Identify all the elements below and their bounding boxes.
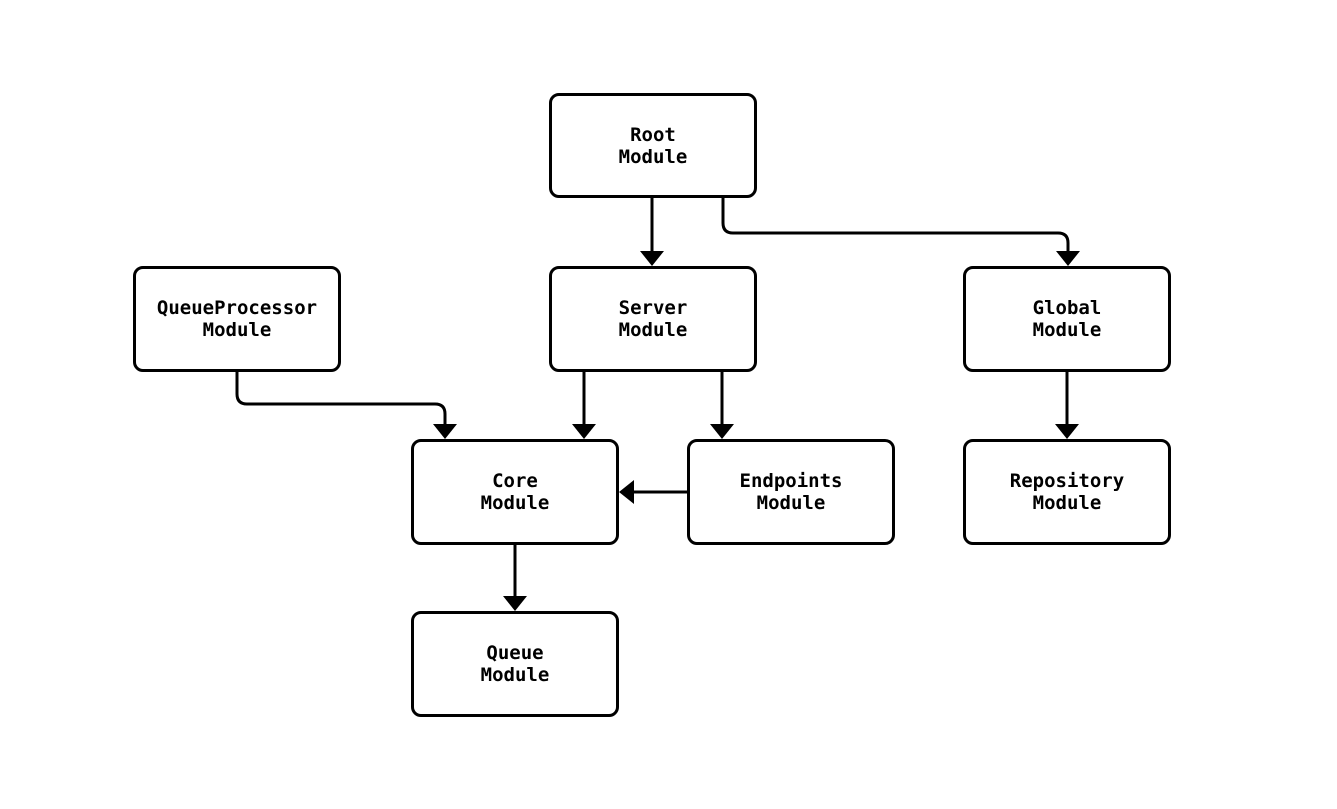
node-subtitle: Module bbox=[618, 319, 688, 341]
node-title: Server bbox=[618, 297, 688, 319]
arrowhead-server-to-endpoints bbox=[710, 424, 734, 439]
node-subtitle: Module bbox=[202, 319, 272, 341]
arrowhead-core-to-queue bbox=[503, 596, 527, 611]
node-title: Core bbox=[492, 470, 538, 492]
arrowhead-endpoints-to-core bbox=[619, 480, 634, 504]
node-subtitle: Module bbox=[618, 145, 688, 168]
arrowhead-root-to-server bbox=[640, 251, 664, 266]
arrowhead-global-to-repository bbox=[1055, 424, 1079, 439]
node-title: Endpoints bbox=[739, 470, 843, 492]
node-title: Root bbox=[630, 123, 676, 146]
node-title: Repository bbox=[1009, 470, 1125, 492]
node-subtitle: Module bbox=[480, 664, 550, 686]
node-subtitle: Module bbox=[1032, 492, 1102, 514]
node-subtitle: Module bbox=[480, 492, 550, 514]
arrowhead-server-to-core bbox=[572, 424, 596, 439]
arrowhead-root-to-global bbox=[1056, 251, 1080, 266]
node-title: Global bbox=[1032, 297, 1102, 319]
node-title: QueueProcessor bbox=[156, 297, 318, 319]
edge-root-to-global bbox=[721, 198, 1070, 253]
node-subtitle: Module bbox=[756, 492, 826, 514]
arrowhead-queueprocessor-to-core bbox=[433, 424, 457, 439]
edge-queueprocessor-to-core bbox=[235, 372, 447, 426]
node-subtitle: Module bbox=[1032, 319, 1102, 341]
node-title: Queue bbox=[486, 642, 544, 664]
